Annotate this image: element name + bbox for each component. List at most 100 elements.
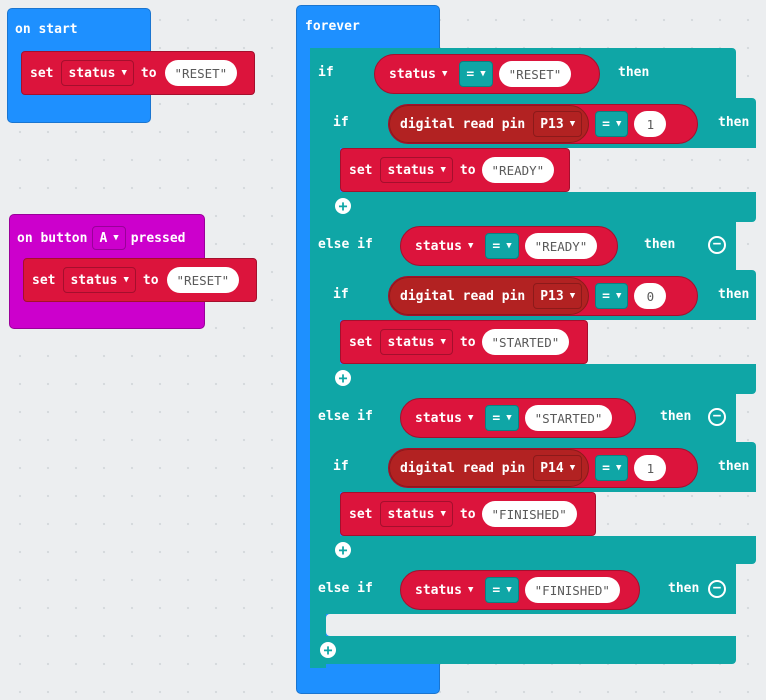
operator-dropdown[interactable]: = ▼	[595, 283, 629, 309]
chevron-down-icon: ▼	[123, 275, 129, 285]
pin-dropdown[interactable]: P13 ▼	[533, 283, 583, 309]
button-name: A	[99, 230, 108, 246]
variable-name: status	[389, 66, 436, 82]
variable-dropdown[interactable]: status ▼	[383, 62, 453, 86]
digital-read-block[interactable]: digital read pin P14 ▼	[389, 449, 590, 487]
operator-dropdown[interactable]: = ▼	[485, 233, 519, 259]
pin-compare[interactable]: digital read pin P13 ▼ = ▼ 1	[388, 104, 698, 144]
status-compare[interactable]: status ▼ = ▼ "FINISHED"	[400, 570, 640, 610]
variable-name: status	[68, 65, 116, 81]
chevron-down-icon: ▼	[467, 241, 474, 251]
on-start-set-block[interactable]: set status ▼ to "RESET"	[21, 51, 255, 95]
string-value[interactable]: "FINISHED"	[481, 501, 577, 527]
chevron-down-icon: ▼	[467, 413, 474, 423]
digital-read-block[interactable]: digital read pin P13 ▼	[389, 277, 590, 315]
string-value[interactable]: "FINISHED"	[524, 577, 620, 603]
then-keyword: then	[660, 409, 692, 424]
then-keyword: then	[718, 459, 750, 474]
variable-name: status	[415, 582, 462, 598]
pin-compare[interactable]: digital read pin P14 ▼ = ▼ 1	[388, 448, 698, 488]
number-value[interactable]: 0	[634, 283, 667, 309]
button-dropdown[interactable]: A ▼	[92, 226, 126, 250]
variable-name: status	[415, 410, 462, 426]
set-block[interactable]: set status ▼ to "STARTED"	[340, 320, 588, 364]
then-keyword: then	[718, 115, 750, 130]
else-if-keyword: else if	[318, 581, 373, 596]
pin-dropdown[interactable]: P14 ▼	[533, 455, 583, 481]
operator: =	[492, 410, 501, 426]
if-keyword: if	[333, 115, 349, 130]
operator-dropdown[interactable]: = ▼	[595, 455, 629, 481]
set-keyword: set	[32, 272, 56, 288]
variable-dropdown[interactable]: status ▼	[380, 501, 453, 527]
add-icon[interactable]: +	[335, 542, 351, 558]
string-value[interactable]: "RESET"	[166, 267, 240, 293]
set-keyword: set	[349, 162, 373, 178]
operator: =	[492, 238, 501, 254]
operator-dropdown[interactable]: = ▼	[485, 577, 519, 603]
operator-dropdown[interactable]: = ▼	[595, 111, 629, 137]
string-value[interactable]: "RESET"	[498, 61, 572, 87]
variable-dropdown[interactable]: status ▼	[61, 60, 134, 86]
set-block[interactable]: set status ▼ to "READY"	[340, 148, 570, 192]
number-value[interactable]: 1	[634, 455, 667, 481]
chevron-down-icon: ▼	[440, 509, 446, 519]
set-keyword: set	[349, 334, 373, 350]
to-keyword: to	[459, 334, 476, 350]
status-compare[interactable]: status ▼ = ▼ "RESET"	[374, 54, 600, 94]
string-value[interactable]: "STARTED"	[524, 405, 613, 431]
status-compare[interactable]: status ▼ = ▼ "READY"	[400, 226, 618, 266]
chevron-down-icon: ▼	[113, 233, 119, 243]
chevron-down-icon: ▼	[615, 291, 622, 301]
inner-if-0-footer	[326, 192, 756, 222]
chevron-down-icon: ▼	[569, 119, 576, 129]
variable-dropdown[interactable]: status ▼	[380, 329, 453, 355]
variable-dropdown[interactable]: status ▼	[63, 267, 136, 293]
chevron-down-icon: ▼	[569, 463, 576, 473]
string-value[interactable]: "READY"	[481, 157, 555, 183]
add-icon[interactable]: +	[320, 642, 336, 658]
variable-dropdown[interactable]: status ▼	[380, 157, 453, 183]
operator: =	[466, 66, 475, 82]
inner-if-0-spine	[326, 98, 340, 222]
variable-name: status	[415, 238, 462, 254]
chevron-down-icon: ▼	[615, 463, 622, 473]
chevron-down-icon: ▼	[440, 337, 446, 347]
operator-dropdown[interactable]: = ▼	[485, 405, 519, 431]
else-if-keyword: else if	[318, 237, 373, 252]
remove-icon[interactable]: −	[708, 580, 726, 598]
string-value[interactable]: "RESET"	[164, 60, 238, 86]
add-icon[interactable]: +	[335, 370, 351, 386]
status-compare[interactable]: status ▼ = ▼ "STARTED"	[400, 398, 636, 438]
forever-label: forever	[305, 19, 360, 34]
digital-read-block[interactable]: digital read pin P13 ▼	[389, 105, 590, 143]
variable-name: status	[387, 506, 435, 522]
remove-icon[interactable]: −	[708, 408, 726, 426]
inner-if-1-footer	[326, 364, 756, 394]
variable-name: status	[387, 162, 435, 178]
set-block[interactable]: set status ▼ to "FINISHED"	[340, 492, 596, 536]
variable-dropdown[interactable]: status ▼	[409, 234, 479, 258]
string-value[interactable]: "STARTED"	[481, 329, 570, 355]
on-start-label: on start	[15, 22, 78, 37]
if-block-spine	[310, 48, 326, 668]
operator-dropdown[interactable]: = ▼	[459, 61, 493, 87]
chevron-down-icon: ▼	[506, 241, 512, 251]
on-button-set-block[interactable]: set status ▼ to "RESET"	[23, 258, 257, 302]
chevron-down-icon: ▼	[441, 69, 448, 79]
string-value[interactable]: "READY"	[524, 233, 598, 259]
variable-dropdown[interactable]: status ▼	[409, 406, 479, 430]
number-value[interactable]: 1	[634, 111, 667, 137]
add-icon[interactable]: +	[335, 198, 351, 214]
chevron-down-icon: ▼	[440, 165, 446, 175]
variable-dropdown[interactable]: status ▼	[409, 578, 479, 602]
to-keyword: to	[459, 506, 476, 522]
if-block-footer	[310, 636, 736, 664]
digital-read-label: digital read pin	[400, 288, 526, 304]
pin-dropdown[interactable]: P13 ▼	[533, 111, 583, 137]
then-keyword: then	[668, 581, 700, 596]
chevron-down-icon: ▼	[569, 291, 576, 301]
digital-read-label: digital read pin	[400, 116, 526, 132]
remove-icon[interactable]: −	[708, 236, 726, 254]
pin-compare[interactable]: digital read pin P13 ▼ = ▼ 0	[388, 276, 698, 316]
